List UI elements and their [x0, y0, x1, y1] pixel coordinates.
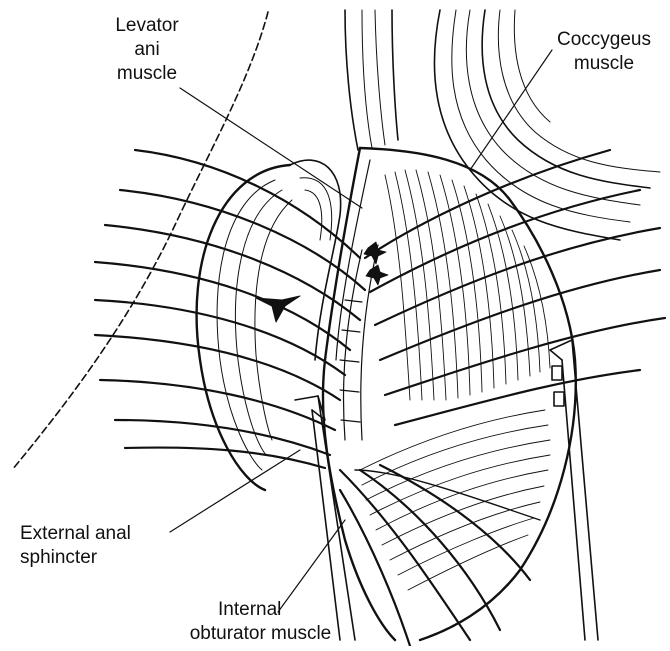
internal-obturator-fibres — [355, 410, 550, 590]
label-levator-ani: Levator ani muscle — [92, 14, 202, 86]
label-text: Coccygeus — [540, 28, 668, 52]
label-text: obturator muscle — [178, 622, 343, 646]
label-text: Internal — [178, 598, 343, 622]
suture-knot-small — [364, 242, 386, 264]
label-internal-obturator: Internal obturator muscle — [178, 598, 343, 646]
label-text: External anal — [20, 522, 170, 546]
label-text: Levator — [92, 14, 202, 38]
label-text: muscle — [540, 52, 668, 76]
label-external-anal-sphincter: External anal sphincter — [20, 522, 170, 570]
label-text: muscle — [92, 62, 202, 86]
label-coccygeus: Coccygeus muscle — [540, 28, 668, 76]
label-text: sphincter — [20, 546, 170, 570]
label-text: ani — [92, 38, 202, 62]
incision-outline — [323, 148, 395, 640]
suture-knot-small — [366, 265, 388, 285]
